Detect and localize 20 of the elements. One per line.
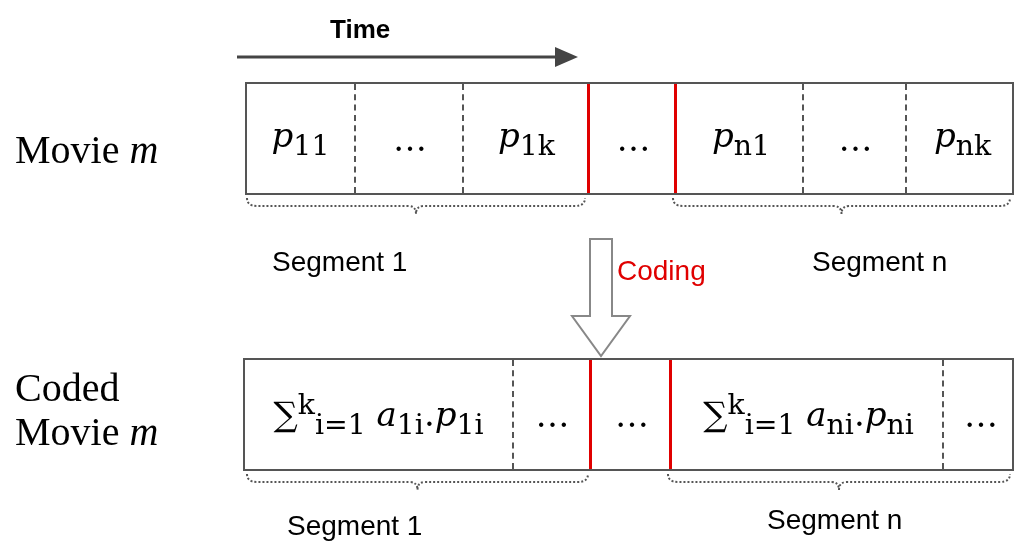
cell-formula: …: [616, 118, 651, 159]
segment-label: Segment 1: [272, 246, 408, 278]
row-label: Coded Movie m: [15, 366, 160, 454]
cell-formula: p$_{nk}$: [933, 115, 992, 162]
cell-formula: ∑$^{k}$$_{i=1}$ a$_{1i}$.p$_{1i}$: [273, 387, 484, 442]
segment-label: Segment n: [812, 246, 948, 278]
row-label: Movie m: [15, 128, 160, 172]
segment-label: Segment 1: [287, 510, 423, 542]
cell-formula: p$_{11}$: [271, 115, 330, 162]
cell-formula: …: [964, 394, 998, 435]
segment-label: Segment n: [767, 504, 903, 536]
cell-formula: …: [535, 394, 570, 435]
axis-title: Time: [330, 14, 391, 45]
cell-formula: …: [393, 118, 427, 159]
cell-formula: …: [615, 394, 649, 435]
cell-formula: p$_{1k}$: [498, 115, 555, 162]
cell-formula: ∑$^{k}$$_{i=1}$ a$_{ni}$.p$_{ni}$: [703, 387, 914, 442]
cell-formula: p$_{n1}$: [711, 115, 770, 162]
cell-formula: …: [838, 118, 873, 159]
block-arrow: [570, 238, 632, 358]
